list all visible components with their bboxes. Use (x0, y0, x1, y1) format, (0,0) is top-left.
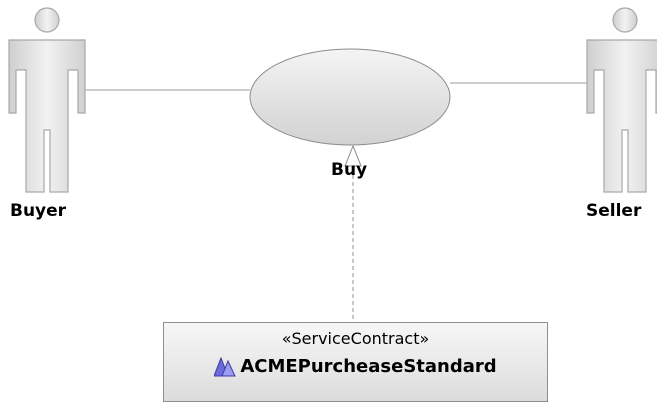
realization-arrowhead (344, 144, 362, 167)
use-case-diagram-canvas (8, 7, 657, 322)
service-contract-box[interactable]: «ServiceContract» ACMEPurcheaseStandard (163, 322, 548, 402)
actor-buyer-label: Buyer (10, 201, 67, 221)
service-contract-title-row: ACMEPurcheaseStandard (164, 356, 547, 377)
actor-seller-figure[interactable] (586, 7, 657, 193)
use-case-buy-label: Buy (331, 160, 368, 180)
service-contract-stereotype: «ServiceContract» (281, 329, 430, 348)
service-contract-icon (214, 356, 237, 376)
service-contract-name: ACMEPurcheaseStandard (240, 356, 497, 377)
use-case-buy[interactable] (249, 48, 451, 146)
actor-seller-label: Seller (586, 201, 642, 221)
actor-buyer-figure[interactable] (8, 7, 86, 193)
